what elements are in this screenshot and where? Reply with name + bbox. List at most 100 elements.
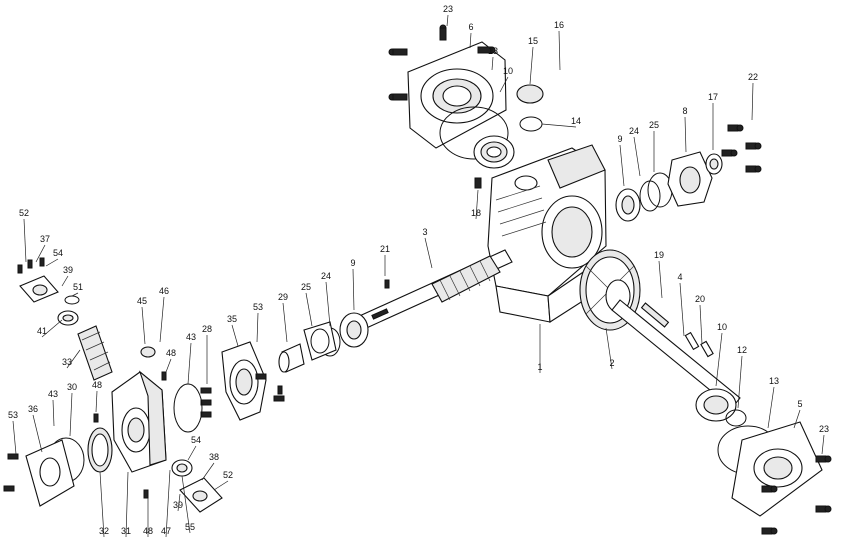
leader-line-8 <box>751 82 754 121</box>
part-label-54: 54 <box>191 435 201 445</box>
part-label-25: 25 <box>301 282 311 292</box>
part-label-43: 43 <box>186 332 196 342</box>
ring-14 <box>519 116 543 132</box>
gear-32 <box>87 427 113 473</box>
part-label-24: 24 <box>321 271 331 281</box>
part-label-2: 2 <box>609 358 614 368</box>
leader-line-26 <box>141 306 146 345</box>
leader-line-3 <box>491 56 494 71</box>
part-label-53: 53 <box>253 302 263 312</box>
part-label-4: 4 <box>677 272 682 282</box>
leader-line-1 <box>446 14 449 27</box>
leader-line-52 <box>679 282 685 337</box>
leader-line-40 <box>99 471 105 538</box>
cap-15 <box>516 84 544 104</box>
part-label-43: 43 <box>48 389 58 399</box>
part-label-48: 48 <box>92 380 102 390</box>
leader-line-38 <box>32 414 43 453</box>
part-label-53: 53 <box>8 410 18 420</box>
part-label-1: 1 <box>537 362 542 372</box>
leader-line-25 <box>159 296 165 343</box>
leader-line-32 <box>71 292 79 297</box>
leader-line-57 <box>793 409 801 429</box>
part-label-31: 31 <box>121 526 131 536</box>
leader-line-37 <box>52 399 55 427</box>
part-label-28: 28 <box>202 324 212 334</box>
part-label-16: 16 <box>554 20 564 30</box>
part-label-54: 54 <box>53 248 63 258</box>
part-label-13: 13 <box>488 46 498 56</box>
leader-line-46 <box>213 480 229 491</box>
seal-55 <box>171 459 193 477</box>
bolts-22 <box>721 124 762 173</box>
part-label-33: 33 <box>62 357 72 367</box>
small-housing <box>111 370 167 473</box>
leader-line-51 <box>658 260 663 299</box>
part-label-38: 38 <box>209 452 219 462</box>
leader-line-35 <box>95 390 98 413</box>
part-label-45: 45 <box>137 296 147 306</box>
spacer-29 <box>278 343 305 373</box>
leader-line-22 <box>231 324 239 347</box>
part-label-52: 52 <box>223 470 233 480</box>
part-label-46: 46 <box>159 286 169 296</box>
part-label-51: 51 <box>73 282 83 292</box>
leader-line-15 <box>424 237 433 269</box>
leader-line-10 <box>684 116 687 153</box>
part-label-6: 6 <box>468 22 473 32</box>
plug-17 <box>705 153 723 175</box>
part-label-15: 15 <box>528 36 538 46</box>
o-ring-13-top <box>439 106 509 160</box>
leader-line-47 <box>201 462 215 481</box>
leader-line-43 <box>165 469 171 538</box>
part-label-13: 13 <box>769 376 779 386</box>
cover-38 <box>179 477 223 513</box>
cover-37 <box>17 257 59 303</box>
leader-line-50 <box>605 327 613 370</box>
leader-line-12 <box>633 136 641 177</box>
part-label-5: 5 <box>797 399 802 409</box>
leader-line-7 <box>541 123 577 128</box>
leader-line-39 <box>12 420 17 455</box>
part-label-29: 29 <box>278 292 288 302</box>
part-label-36: 36 <box>28 404 38 414</box>
leader-line-27 <box>165 358 172 373</box>
leader-line-19 <box>305 292 313 327</box>
gasket-25-right <box>647 172 673 208</box>
part-label-20: 20 <box>695 294 705 304</box>
leader-line-55 <box>737 355 743 409</box>
leader-line-56 <box>767 386 775 429</box>
leader-line-20 <box>282 302 288 343</box>
cover-35 <box>221 341 267 421</box>
leader-line-34 <box>66 349 81 369</box>
worm-shaft <box>354 249 513 331</box>
part-label-37: 37 <box>40 234 50 244</box>
part-label-47: 47 <box>161 526 171 536</box>
leader-line-29 <box>35 244 46 263</box>
part-label-18: 18 <box>471 208 481 218</box>
vent-18 <box>474 177 482 189</box>
part-label-17: 17 <box>708 92 718 102</box>
part-label-35: 35 <box>227 314 237 324</box>
leader-line-6 <box>558 30 561 71</box>
leader-line-58 <box>821 434 825 455</box>
leader-line-53 <box>699 304 703 345</box>
leader-line-28 <box>23 218 27 263</box>
part-label-30: 30 <box>67 382 77 392</box>
part-label-39: 39 <box>63 265 73 275</box>
part-label-24: 24 <box>629 126 639 136</box>
leader-line-31 <box>61 275 69 287</box>
leader-line-41 <box>125 471 129 538</box>
o-ring-43-mid <box>173 383 203 433</box>
part-label-55: 55 <box>185 522 195 532</box>
key-20 <box>700 340 714 358</box>
part-label-22: 22 <box>748 72 758 82</box>
leader-line-18 <box>325 281 331 327</box>
leader-lines <box>12 14 825 538</box>
part-label-32: 32 <box>99 526 109 536</box>
part-label-10: 10 <box>717 322 727 332</box>
part-label-9: 9 <box>350 258 355 268</box>
output-shaft <box>611 299 741 409</box>
leader-line-2 <box>469 32 472 49</box>
